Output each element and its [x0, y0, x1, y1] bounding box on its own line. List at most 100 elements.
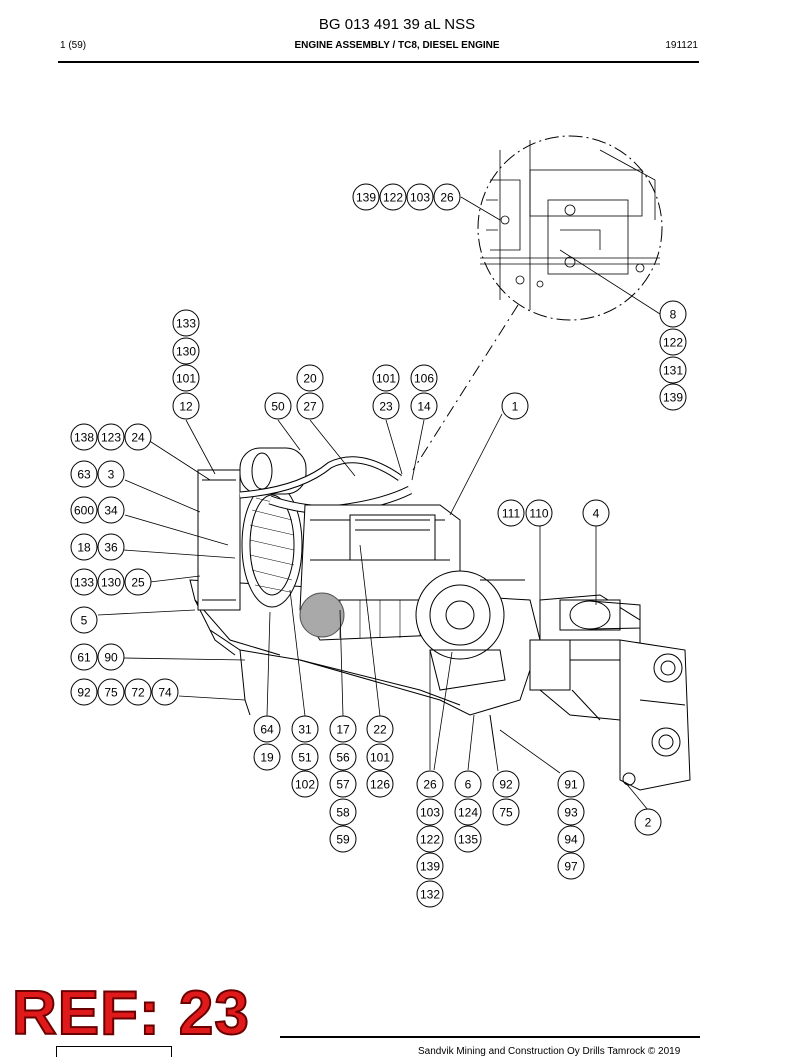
callout-label: 93: [564, 806, 578, 820]
callout-4: 4: [582, 499, 610, 527]
callout-label: 94: [564, 833, 578, 847]
callout-circle: [97, 643, 125, 671]
callout-circle: [296, 392, 324, 420]
callout-circle: [416, 880, 444, 908]
callout-75: 75: [97, 678, 125, 706]
callout-circle: [151, 678, 179, 706]
callout-label: 74: [158, 686, 172, 700]
callout-label: 133: [74, 576, 94, 590]
callout-122: 122: [416, 825, 444, 853]
callout-circle: [416, 770, 444, 798]
callout-circle: [352, 183, 380, 211]
callout-circle: [492, 798, 520, 826]
callout-label: 130: [101, 576, 121, 590]
callout-circle: [557, 852, 585, 880]
callout-circle: [557, 798, 585, 826]
callout-label: 14: [417, 400, 431, 414]
callout-circle: [329, 825, 357, 853]
callout-circle: [97, 678, 125, 706]
callout-24: 24: [124, 423, 152, 451]
callout-64: 64: [253, 715, 281, 743]
callout-label: 36: [104, 541, 118, 555]
callout-circle: [410, 364, 438, 392]
callout-label: 1: [512, 400, 519, 414]
callout-75: 75: [492, 798, 520, 826]
callout-circle: [172, 392, 200, 420]
callout-72: 72: [124, 678, 152, 706]
callout-label: 123: [101, 431, 121, 445]
callout-label: 50: [271, 400, 285, 414]
callout-circle: [366, 743, 394, 771]
callout-label: 57: [336, 778, 350, 792]
callout-circle: [97, 568, 125, 596]
callout-label: 122: [383, 191, 403, 205]
callout-91: 91: [557, 770, 585, 798]
callout-circle: [659, 356, 687, 384]
callout-94: 94: [557, 825, 585, 853]
callout-circle: [70, 678, 98, 706]
callout-138: 138: [70, 423, 98, 451]
callout-130: 130: [97, 568, 125, 596]
callout-label: 8: [670, 308, 677, 322]
callout-139: 139: [352, 183, 380, 211]
callout-circle: [291, 715, 319, 743]
callout-101: 101: [372, 364, 400, 392]
callout-17: 17: [329, 715, 357, 743]
callout-circle: [634, 808, 662, 836]
callout-circle: [172, 309, 200, 337]
callout-92: 92: [492, 770, 520, 798]
callout-14: 14: [410, 392, 438, 420]
callout-20: 20: [296, 364, 324, 392]
callout-26: 26: [416, 770, 444, 798]
footer-logo: [56, 1046, 172, 1057]
detail-view: [477, 135, 663, 321]
callout-circle: [97, 460, 125, 488]
callout-circle: [70, 533, 98, 561]
callout-126: 126: [366, 770, 394, 798]
callout-circle: [557, 825, 585, 853]
callout-circle: [366, 770, 394, 798]
callout-circle: [454, 825, 482, 853]
callout-133: 133: [70, 568, 98, 596]
page-number: 1 (59): [60, 40, 87, 51]
engine-drawing: [189, 447, 691, 791]
callout-circle: [366, 715, 394, 743]
callout-600: 600: [70, 496, 98, 524]
callout-label: 101: [376, 372, 396, 386]
callout-label: 102: [295, 778, 315, 792]
callout-label: 26: [440, 191, 454, 205]
callout-1: 1: [501, 392, 529, 420]
callout-label: 51: [298, 751, 312, 765]
callout-122: 122: [379, 183, 407, 211]
callout-circle: [172, 337, 200, 365]
callout-103: 103: [406, 183, 434, 211]
callout-label: 600: [74, 504, 94, 518]
callout-26: 26: [433, 183, 461, 211]
callout-label: 101: [176, 372, 196, 386]
callout-circle: [97, 533, 125, 561]
callout-label: 27: [303, 400, 317, 414]
callout-circle: [97, 496, 125, 524]
callout-label: 111: [502, 507, 521, 521]
callout-50: 50: [264, 392, 292, 420]
callout-102: 102: [291, 770, 319, 798]
callout-circle: [416, 852, 444, 880]
callout-101: 101: [172, 364, 200, 392]
callout-circle: [406, 183, 434, 211]
callout-label: 4: [593, 507, 600, 521]
callout-circle: [70, 606, 98, 634]
callout-111: 111: [497, 499, 525, 527]
callout-label: 90: [104, 651, 118, 665]
callout-label: 92: [499, 778, 513, 792]
callout-74: 74: [151, 678, 179, 706]
callout-circle: [582, 499, 610, 527]
callout-circle: [253, 715, 281, 743]
callout-circle: [410, 392, 438, 420]
callout-133: 133: [172, 309, 200, 337]
callout-label: 31: [298, 723, 312, 737]
callout-circle: [497, 499, 525, 527]
callout-93: 93: [557, 798, 585, 826]
callout-139: 139: [659, 383, 687, 411]
